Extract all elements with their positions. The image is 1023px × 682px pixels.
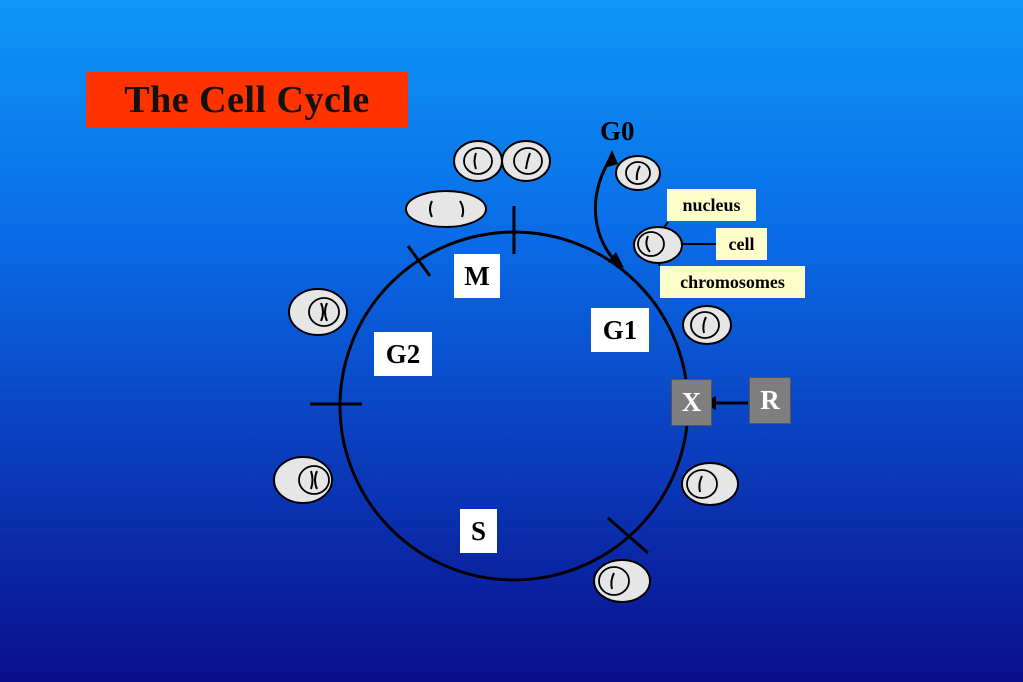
- phase-m-label: M: [454, 254, 500, 298]
- cell-s-entry: [593, 559, 651, 603]
- cell-g2: [288, 288, 348, 336]
- phase-g0-label: G0: [600, 116, 635, 146]
- page-title: The Cell Cycle: [86, 72, 408, 128]
- cycle-circle: [338, 230, 690, 582]
- tick-lower-right: [607, 516, 649, 555]
- phase-g1-label: G1: [591, 308, 649, 352]
- cell-g1: [682, 305, 732, 345]
- tick-m-g2: [406, 245, 432, 277]
- cell-dividing-left: [453, 140, 503, 182]
- nucleus-label: nucleus: [667, 189, 756, 221]
- cell-anaphase: [405, 190, 487, 228]
- phase-s-label: S: [460, 509, 497, 553]
- cell-s-g2: [273, 456, 333, 504]
- g0-arrowhead-top: [604, 150, 618, 168]
- cell-g0: [615, 155, 661, 191]
- cell-label: cell: [716, 228, 767, 260]
- checkpoint-x-box: X: [671, 379, 712, 426]
- phase-g2-label: G2: [374, 332, 432, 376]
- g0-arrowhead-bottom: [608, 252, 624, 268]
- cell-dividing-right: [501, 140, 551, 182]
- regulator-r-box: R: [749, 377, 791, 424]
- chromosomes-label: chromosomes: [660, 266, 805, 298]
- g0-arrow: [593, 155, 622, 268]
- cell-late-g1: [681, 462, 739, 506]
- cell-labeled-example: [633, 226, 683, 264]
